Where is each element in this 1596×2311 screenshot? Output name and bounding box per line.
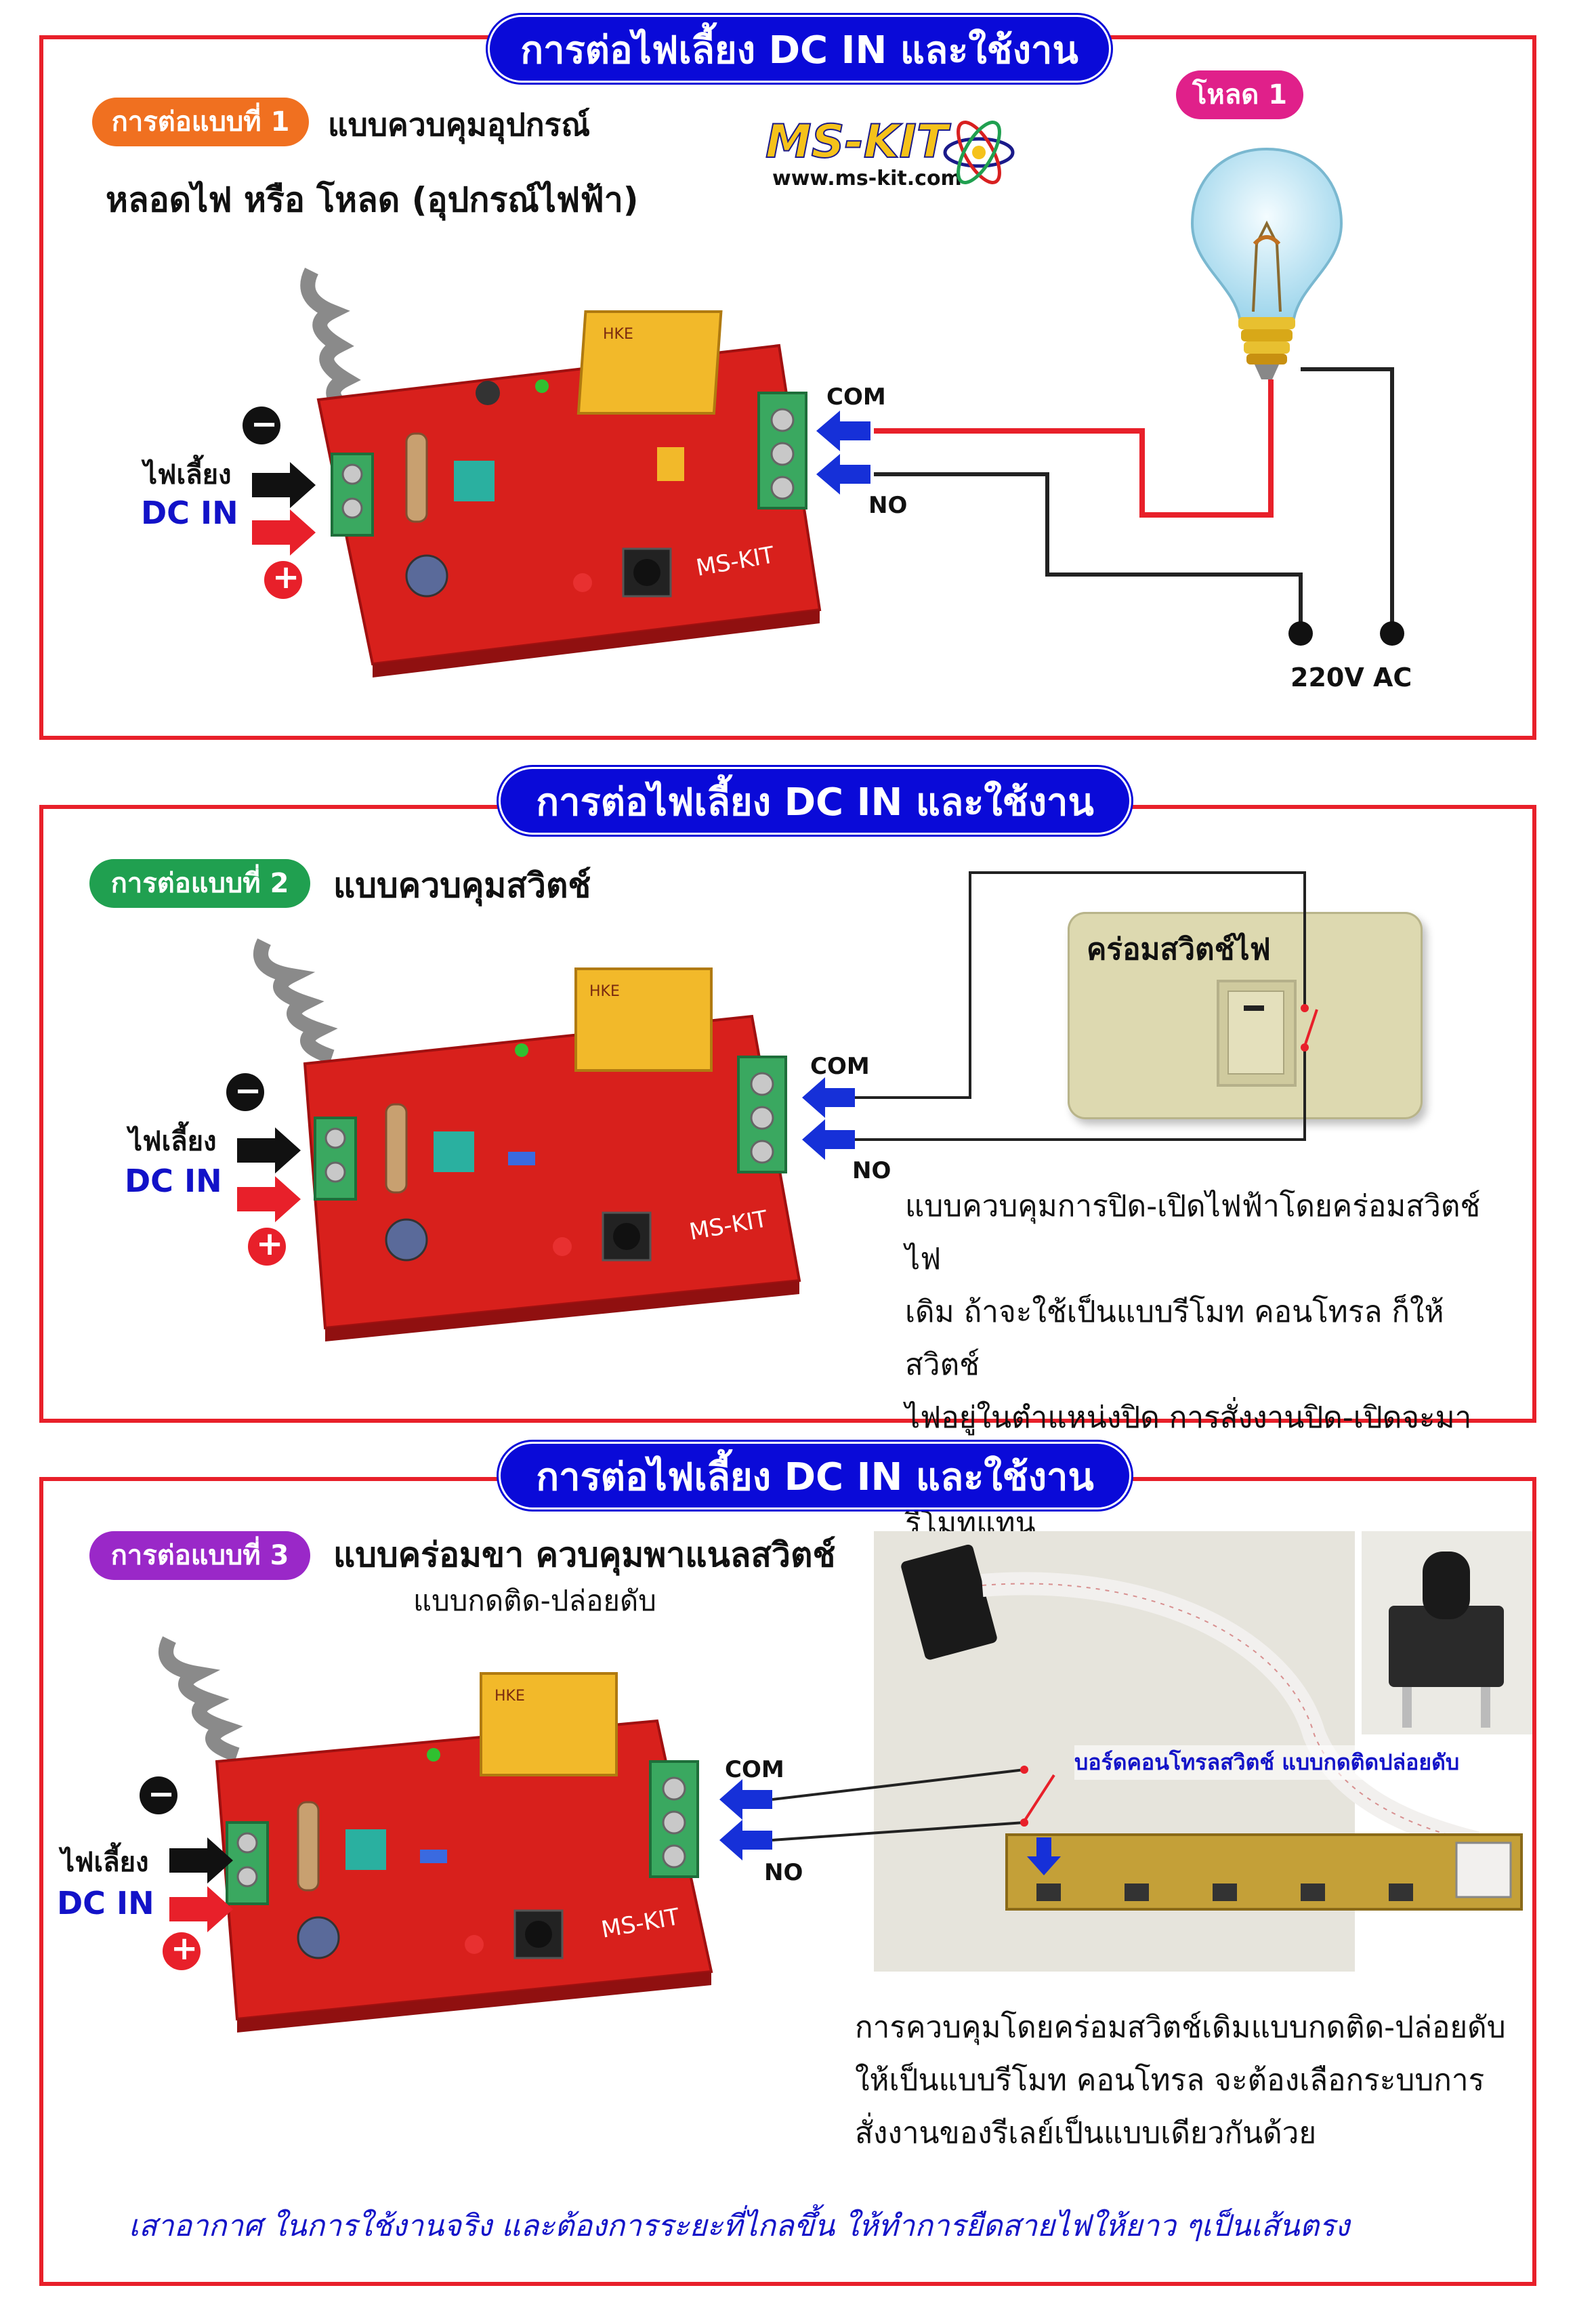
minus-arrow-icon <box>252 462 316 508</box>
sw-no-wire <box>850 1047 1306 1141</box>
ms-kit-logo: MS-KIT www.ms-kit.com <box>759 114 1016 196</box>
section3-title: การต่อไฟเลี้ยง DC IN และใช้งาน <box>499 1442 1131 1510</box>
plus-terminal-icon <box>163 1932 201 1970</box>
no-arrow-icon <box>719 1820 772 1860</box>
section3-com-label: COM <box>725 1756 784 1783</box>
section1-arrows <box>243 407 870 599</box>
tact-switch-photo <box>1362 1531 1532 1734</box>
relay-board-1: HKE MS-KIT <box>300 268 822 678</box>
logo-text: MS-KIT <box>765 114 948 169</box>
minus-terminal-icon <box>243 407 280 444</box>
section2-no-label: NO <box>852 1157 891 1184</box>
section1-subheading: หลอดไฟ หรือ โหลด (อุปกรณ์ไฟฟ้า) <box>106 180 639 220</box>
section3-supply-label: ไฟเลี้ยง <box>61 1847 149 1878</box>
com-arrow-icon <box>816 411 870 451</box>
minus-terminal-icon <box>140 1776 177 1814</box>
tact-switch-icon <box>1389 1552 1504 1728</box>
wall-switch-plate: คร่อมสวิตช์ไฟ <box>1068 912 1423 1119</box>
section2-para-line-2: เดิม ถ้าจะใช้เป็นแบบรีโมท คอนโทรล ก็ให้ส… <box>905 1295 1444 1382</box>
section1-wiring <box>874 367 1404 646</box>
button-pointer-arrow-icon <box>1027 1837 1061 1875</box>
section1-no-label: NO <box>868 492 908 519</box>
section3-no-label: NO <box>764 1859 803 1886</box>
switch-label: คร่อมสวิตช์ไฟ <box>1087 932 1271 967</box>
sw-com-wire <box>850 871 1306 1099</box>
plus-arrow-icon <box>252 509 316 556</box>
section3-subheading: แบบกดติด-ปล่อยดับ <box>413 1584 656 1617</box>
relay-board-2: HKE MS-KIT <box>253 938 801 1341</box>
section3-plus-sign: + <box>171 1930 198 1968</box>
section2-title: การต่อไฟเลี้ยง DC IN และใช้งาน <box>499 767 1131 835</box>
minus-terminal-icon <box>226 1073 264 1111</box>
ac-terminal-1 <box>1288 621 1313 646</box>
plus-terminal-icon <box>264 561 302 599</box>
section2-minus-sign: − <box>234 1072 262 1110</box>
no-arrow-icon <box>816 454 870 495</box>
minus-arrow-icon <box>169 1837 233 1883</box>
section1-minus-sign: − <box>251 405 278 443</box>
section3-paragraph: การควบคุมโดยคร่อมสวิตช์เดิมแบบกดติด-ปล่อ… <box>855 2001 1532 2160</box>
ac-label: 220V AC <box>1290 663 1412 692</box>
section2-dc-in: DC IN <box>125 1163 222 1199</box>
section1-heading: แบบควบคุมอุปกรณ์ <box>328 106 591 143</box>
ac-terminal-2 <box>1380 621 1404 646</box>
light-bulb-icon <box>1190 147 1343 379</box>
board-label: บอร์ดคอนโทรลสวิตช์ แบบกดติดปล่อยดับ <box>1074 1745 1460 1780</box>
plus-terminal-icon <box>248 1228 286 1266</box>
minus-arrow-icon <box>237 1127 301 1173</box>
antenna-note: เสาอากาศ ในการใช้งานจริง และต้องการระยะท… <box>129 2209 1350 2243</box>
section3-tag: การต่อแบบที่ 3 <box>89 1531 310 1580</box>
section1-title: การต่อไฟเลี้ยง DC IN และใช้งาน <box>488 15 1111 83</box>
svg-text:HKE: HKE <box>603 326 633 343</box>
section1-supply-label: ไฟเลี้ยง <box>144 459 232 491</box>
section3-para-line-1: การควบคุมโดยคร่อมสวิตช์เดิมแบบกดติด-ปล่อ… <box>855 2010 1506 2045</box>
section1-com-label: COM <box>826 383 886 411</box>
relay-board-3: HKE MS-KIT <box>159 1636 713 2033</box>
com-arrow-icon <box>802 1077 855 1118</box>
rocker-switch <box>1217 980 1297 1087</box>
section3-para-line-3: สั่งงานของรีเลย์เป็นแบบเดียวกันด้วย <box>855 2116 1317 2150</box>
section3-minus-sign: − <box>148 1775 175 1813</box>
section3-para-line-2: ให้เป็นแบบรีโมท คอนโทรล จะต้องเลือกระบบก… <box>855 2063 1485 2098</box>
section1-dc-in: DC IN <box>141 495 238 531</box>
section3-dc-in: DC IN <box>57 1885 154 1921</box>
section2-com-label: COM <box>810 1053 870 1080</box>
section2-para-line-1: แบบควบคุมการปิด-เปิดไฟฟ้าโดยคร่อมสวิตช์ไ… <box>905 1189 1481 1276</box>
com-arrow-icon <box>719 1779 772 1820</box>
no-arrow-icon <box>802 1119 855 1160</box>
section2-supply-label: ไฟเลี้ยง <box>129 1126 217 1157</box>
plus-arrow-icon <box>169 1886 233 1932</box>
svg-text:HKE: HKE <box>589 983 620 1000</box>
section1-tag: การต่อแบบที่ 1 <box>92 98 309 146</box>
atom-icon <box>943 121 1015 184</box>
section3-heading: แบบคร่อมขา ควบคุมพาแนลสวิตช์ <box>333 1535 836 1575</box>
section1-plus-sign: + <box>272 558 300 596</box>
logo-url: www.ms-kit.com <box>772 167 962 190</box>
plus-arrow-icon <box>237 1176 301 1222</box>
section2-plus-sign: + <box>256 1225 284 1263</box>
lamp-black-wire <box>1301 367 1394 633</box>
section2-tag: การต่อแบบที่ 2 <box>89 859 310 908</box>
section2-heading: แบบควบคุมสวิตช์ <box>333 866 591 905</box>
svg-text:HKE: HKE <box>495 1688 525 1705</box>
load-tag: โหลด 1 <box>1176 70 1303 119</box>
com-red-wire <box>874 379 1274 518</box>
no-black-wire <box>874 472 1303 633</box>
